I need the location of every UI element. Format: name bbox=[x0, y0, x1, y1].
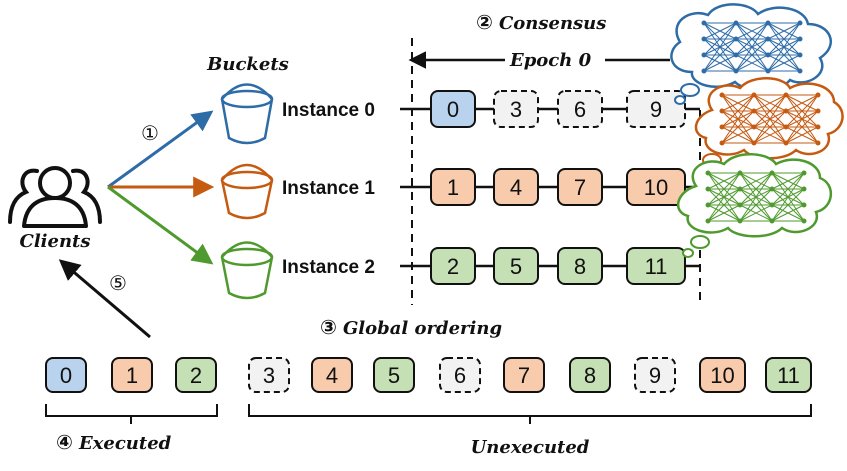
global-ordering-label: ③ Global ordering bbox=[320, 315, 502, 339]
unexecuted-label: Unexecuted bbox=[471, 437, 590, 458]
instance-0-block-1-label: 3 bbox=[510, 97, 522, 122]
ordered-block-0-label: 0 bbox=[60, 363, 72, 388]
ordered-block-11 bbox=[765, 357, 812, 393]
consensus-label: ② Consensus bbox=[476, 10, 606, 34]
instance-0-block-2 bbox=[557, 90, 603, 128]
instance-0-block-3 bbox=[626, 90, 686, 128]
step-3-marker: ③ bbox=[320, 315, 337, 339]
instance-2-block-2-label: 8 bbox=[574, 254, 586, 279]
ordered-block-0 bbox=[45, 357, 87, 393]
global-ordering-text: Global ordering bbox=[343, 318, 502, 339]
ordered-block-3-label: 3 bbox=[263, 363, 275, 388]
ordered-block-10-label: 10 bbox=[710, 363, 734, 388]
neural-network-thought-cloud-icon-2 bbox=[676, 153, 832, 258]
ordered-block-7-label: 7 bbox=[518, 363, 530, 388]
request-arrow-bucket-2 bbox=[107, 185, 214, 265]
ordered-block-2 bbox=[175, 357, 217, 393]
instance-1-block-2-label: 7 bbox=[574, 175, 586, 200]
instance-1-block-0 bbox=[430, 168, 476, 206]
step-5-marker: ⑤ bbox=[109, 271, 127, 295]
ordered-block-5-label: 5 bbox=[388, 363, 400, 388]
neural-network-thought-cloud-icon-1 bbox=[694, 77, 844, 176]
ordered-block-10 bbox=[699, 357, 746, 393]
instance-2-block-3-label: 11 bbox=[645, 254, 668, 279]
instance-1-block-2 bbox=[557, 168, 603, 206]
instance-2-block-2 bbox=[557, 247, 603, 285]
instance-2-block-1-label: 5 bbox=[510, 254, 522, 279]
bucket-icon-0 bbox=[220, 83, 274, 145]
users-icon bbox=[8, 166, 102, 228]
executed-text: Executed bbox=[78, 433, 172, 454]
global-order-sequence: 0 1 2 3 4 5 6 7 8 9 10 11 bbox=[45, 357, 812, 393]
executed-brace bbox=[45, 404, 218, 424]
instance-2-block-3 bbox=[626, 247, 686, 285]
ordered-block-11-label: 11 bbox=[777, 363, 800, 388]
instance-label-2: Instance 2 bbox=[282, 257, 375, 278]
ordered-block-9-label: 9 bbox=[649, 363, 661, 388]
unexecuted-brace bbox=[248, 404, 812, 424]
instance-0-block-1 bbox=[493, 90, 539, 128]
reply-arrow bbox=[58, 259, 151, 339]
instance-1-block-0-label: 1 bbox=[447, 175, 459, 200]
buckets-label: Buckets bbox=[206, 54, 289, 75]
neural-network-thought-cloud-icon-0 bbox=[670, 3, 832, 105]
step-1-marker: ① bbox=[141, 121, 159, 145]
request-arrow-bucket-0 bbox=[107, 110, 214, 189]
step-4-marker: ④ bbox=[56, 430, 73, 454]
ordered-block-1-label: 1 bbox=[126, 363, 138, 388]
instance-2-block-0 bbox=[430, 247, 476, 285]
ordered-block-3 bbox=[248, 357, 290, 393]
bucket-icon-1 bbox=[220, 163, 274, 220]
instance-1-block-3 bbox=[626, 168, 686, 206]
ordered-block-1 bbox=[111, 357, 153, 393]
instance-0-block-0 bbox=[430, 90, 476, 128]
bucket-icon-2 bbox=[220, 241, 274, 300]
ordered-block-4-label: 4 bbox=[326, 363, 338, 388]
instance-label-0: Instance 0 bbox=[282, 100, 375, 121]
ordered-block-4 bbox=[311, 357, 353, 393]
step-2-marker: ② bbox=[476, 10, 493, 34]
instance-0-block-0-label: 0 bbox=[447, 97, 459, 122]
instance-label-1: Instance 1 bbox=[282, 178, 375, 199]
ordered-block-7 bbox=[503, 357, 545, 393]
ordered-block-8 bbox=[569, 357, 611, 393]
ordered-block-9 bbox=[634, 357, 676, 393]
epoch-label: Epoch 0 bbox=[509, 50, 592, 71]
instance-2-block-0-label: 2 bbox=[447, 254, 459, 279]
instance-0-block-2-label: 6 bbox=[574, 97, 586, 122]
clients-label: Clients bbox=[20, 231, 91, 252]
instance-2-block-1 bbox=[493, 247, 539, 285]
instance-1-block-3-label: 10 bbox=[644, 175, 668, 200]
ordered-block-6 bbox=[439, 357, 481, 393]
consensus-text: Consensus bbox=[499, 13, 606, 34]
instance-1-block-1-label: 4 bbox=[510, 175, 522, 200]
ordered-block-6-label: 6 bbox=[454, 363, 466, 388]
ordered-block-5 bbox=[373, 357, 415, 393]
instance-0-block-3-label: 9 bbox=[650, 97, 662, 122]
instance-1-block-1 bbox=[493, 168, 539, 206]
ordered-block-8-label: 8 bbox=[584, 363, 596, 388]
ordered-block-2-label: 2 bbox=[190, 363, 202, 388]
